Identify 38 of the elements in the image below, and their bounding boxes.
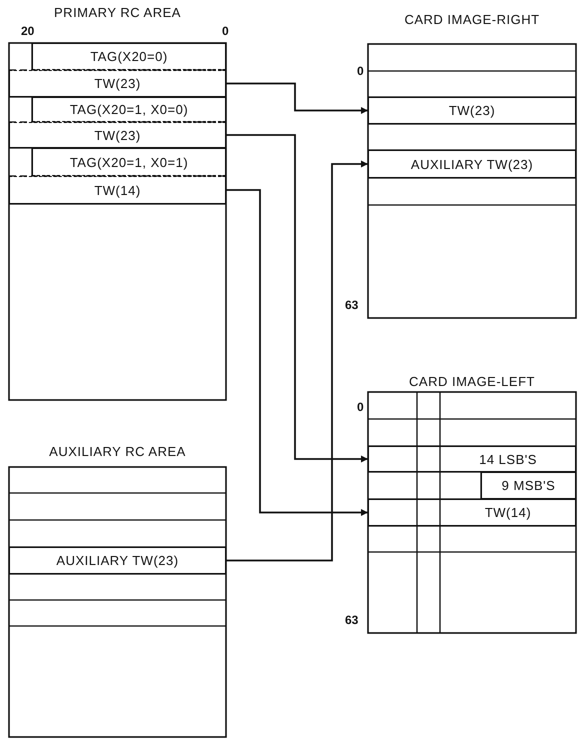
table-row	[368, 97, 576, 124]
field-label: TAG(X20=0)	[90, 49, 168, 64]
field-label: TW(14)	[94, 182, 141, 198]
table-heading: PRIMARY RC AREA	[53, 5, 182, 21]
field-label: 9 MSB'S	[502, 478, 556, 493]
row-index-number: 63	[345, 298, 358, 312]
table-row	[481, 472, 576, 499]
row-index-number: 0	[357, 64, 364, 78]
field-label: AUXILIARY TW(23)	[56, 553, 179, 568]
arrow	[226, 82, 368, 114]
table-heading: CARD IMAGE-LEFT	[408, 374, 536, 390]
field-label: TAG(X20=1, X0=0)	[70, 102, 188, 117]
field-label: 14 LSB'S	[479, 452, 537, 466]
row-index-number: 0	[222, 24, 229, 38]
table-heading: AUXILIARY RC AREA	[48, 444, 187, 460]
row-index-number: 63	[345, 613, 358, 627]
field-label: TW(23)	[94, 76, 141, 91]
field-label: TW(14)	[484, 505, 532, 520]
table-row	[9, 547, 226, 574]
field-label: TW(23)	[448, 103, 496, 118]
field-label: AUXILIARY TW(23)	[410, 156, 534, 172]
table-row	[368, 499, 576, 526]
arrow	[226, 134, 368, 462]
table-row	[9, 70, 226, 97]
table-row	[9, 176, 226, 204]
field-label: TAG(X20=1, X0=1)	[70, 154, 188, 170]
field-label: TW(23)	[94, 128, 141, 142]
table-heading: CARD IMAGE-RIGHT	[403, 12, 541, 28]
row-index-number: 0	[357, 400, 364, 414]
table-row	[32, 97, 226, 122]
table-row	[32, 43, 226, 70]
arrow	[226, 189, 368, 516]
table-row	[9, 122, 226, 148]
row-index-number: 20	[21, 24, 34, 38]
arrow	[226, 160, 368, 562]
table-row	[368, 446, 576, 472]
table-row	[368, 150, 576, 178]
table-row	[32, 148, 226, 176]
